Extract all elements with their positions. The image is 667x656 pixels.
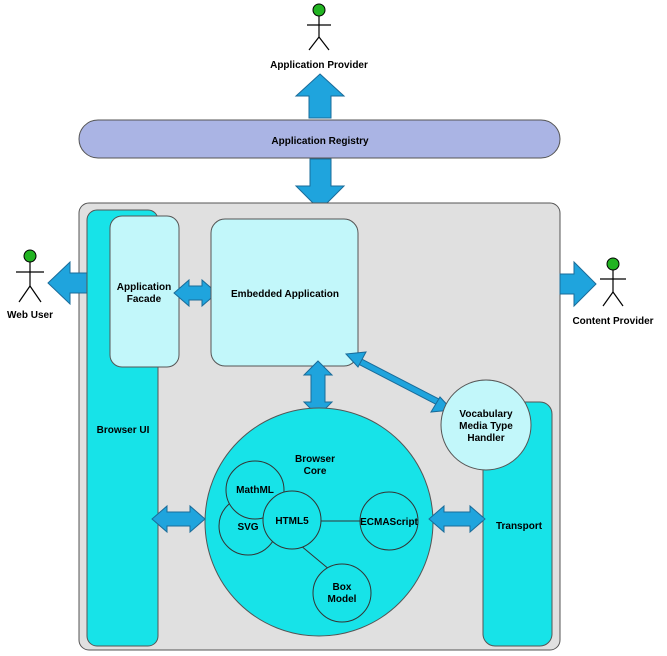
arrow-up-to-provider: [294, 73, 346, 119]
embedded-application-box: [210, 218, 359, 367]
browser-ui-label: Browser UI: [97, 425, 150, 436]
box-model-label-1: Box: [333, 582, 352, 593]
box-model-circle: [312, 563, 372, 623]
application-provider-actor: [307, 3, 331, 51]
connector-html5-boxmodel: [299, 544, 331, 571]
html5-label: HTML5: [275, 516, 309, 527]
vocabulary-handler-label-2: Media Type: [459, 421, 513, 432]
embedded-application-label: Embedded Application: [231, 289, 339, 300]
ecmascript-circle: [359, 491, 419, 551]
browser-core-label-1: Browser: [295, 454, 335, 465]
arrow-ui-core: [151, 504, 206, 534]
content-provider-label: Content Provider: [572, 316, 653, 327]
vocabulary-handler-label-1: Vocabulary: [459, 409, 513, 420]
application-facade-label-1: Application: [117, 282, 171, 293]
arrow-core-transport: [428, 504, 486, 534]
svg-label: SVG: [237, 522, 258, 533]
application-registry-box: [78, 119, 561, 159]
content-provider-actor: [600, 257, 626, 307]
web-user-label: Web User: [7, 310, 53, 321]
arrow-down-to-container: [294, 158, 346, 211]
html5-circle: [262, 490, 322, 550]
application-registry-label: Application Registry: [271, 136, 369, 147]
transport-label: Transport: [496, 521, 543, 532]
arrow-right-to-content-provider: [559, 260, 597, 308]
web-user-actor: [16, 249, 44, 303]
vocabulary-handler-label-3: Handler: [467, 433, 504, 444]
application-facade-label-2: Facade: [127, 294, 162, 305]
box-model-label-2: Model: [328, 594, 357, 605]
browser-core-label-2: Core: [304, 466, 327, 477]
mathml-label: MathML: [236, 485, 274, 496]
application-provider-label: Application Provider: [270, 60, 368, 71]
ecmascript-label: ECMAScript: [360, 517, 418, 528]
vocabulary-handler-circle: [440, 379, 532, 471]
